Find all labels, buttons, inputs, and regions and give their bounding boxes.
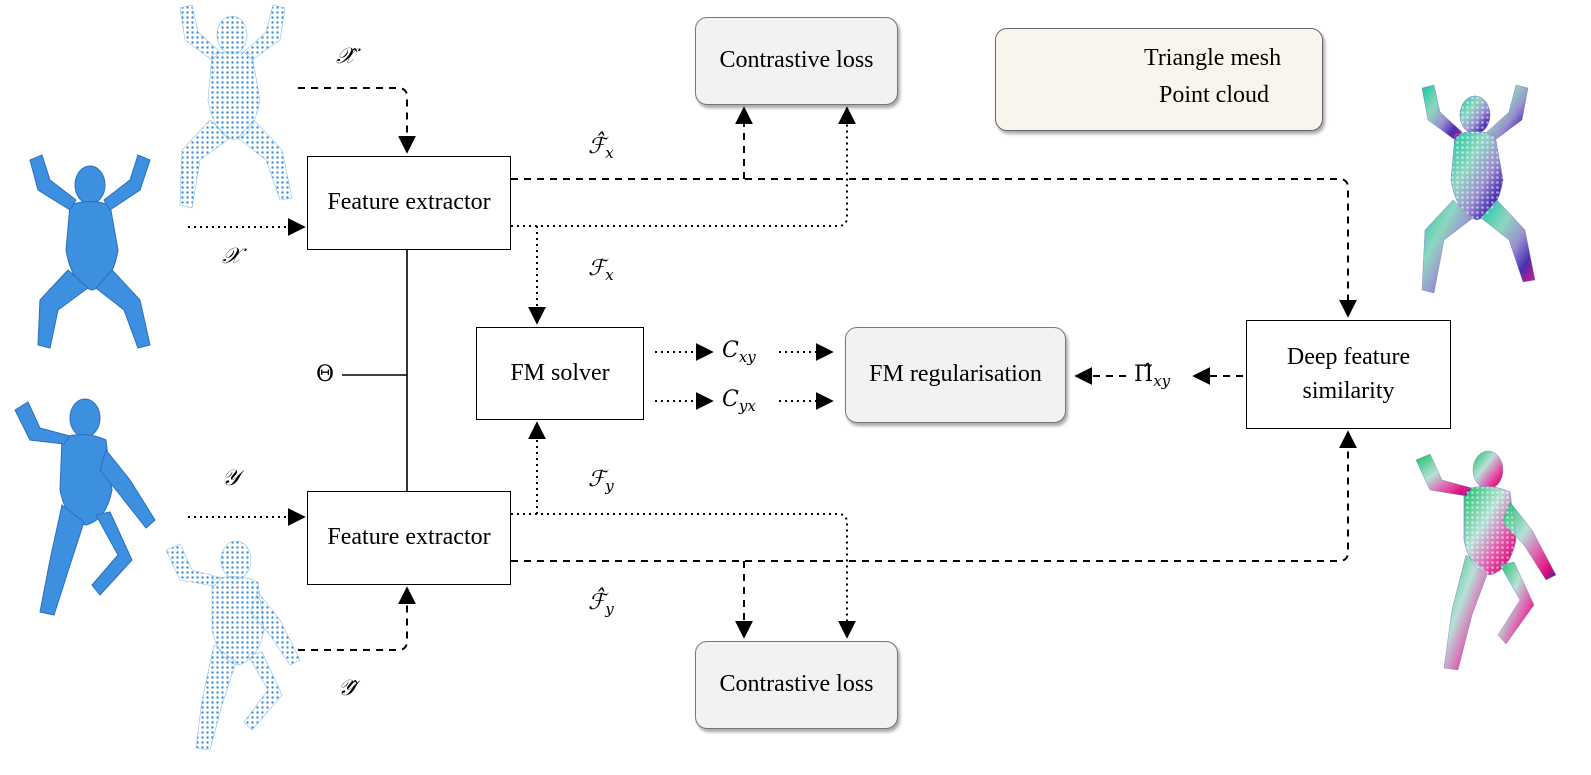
label-f-hat-y-base: ℱ̂ <box>588 590 606 615</box>
label-c-xy-sub: xy <box>738 348 756 366</box>
pointcloud-y-hat-figure <box>165 540 301 751</box>
label-c-xy: Cxy <box>722 338 756 366</box>
label-y: 𝒴 <box>222 466 240 491</box>
label-c-yx-base: C <box>722 387 739 412</box>
label-c-yx-sub: yx <box>738 397 756 415</box>
fm-solver-box: FM solver <box>476 327 644 420</box>
label-c-yx: Cyx <box>722 387 756 415</box>
fm-regularisation-label: FM regularisation <box>869 361 1042 388</box>
colored-y-figure <box>1415 450 1557 671</box>
feature-extractor-bottom-label: Feature extractor <box>327 524 491 551</box>
label-f-hat-y: ℱ̂y <box>588 590 614 618</box>
label-f-hat-x-sub: x <box>605 144 614 162</box>
mesh-x-figure <box>29 154 151 349</box>
legend-triangle-mesh: Triangle mesh <box>1144 45 1282 71</box>
label-f-x-sub: x <box>605 266 614 284</box>
pointcloud-x-hat-figure <box>179 4 293 209</box>
contrastive-loss-top-label: Contrastive loss <box>719 47 874 74</box>
label-pi-xy-base: Π̂ <box>1134 362 1154 387</box>
legend <box>995 28 1323 131</box>
deep-feature-similarity-label: Deep feature similarity <box>1286 343 1411 404</box>
label-f-y: ℱy <box>588 467 614 495</box>
contrastive-loss-top-box: Contrastive loss <box>695 17 898 105</box>
label-f-x-base: ℱ <box>588 256 606 281</box>
label-f-y-sub: y <box>605 477 614 495</box>
label-x: 𝒳 <box>222 244 241 269</box>
label-y-hat: 𝒴̂ <box>338 676 356 701</box>
legend-point-cloud: Point cloud <box>1159 82 1270 108</box>
deep-feature-similarity-box: Deep feature similarity <box>1246 320 1451 429</box>
label-theta: Θ <box>316 362 335 387</box>
contrastive-loss-bottom-label: Contrastive loss <box>719 671 874 698</box>
fm-regularisation-box: FM regularisation <box>845 327 1066 423</box>
label-pi-xy-sub: xy <box>1153 372 1171 390</box>
feature-extractor-top-box: Feature extractor <box>307 156 511 250</box>
colored-x-figure <box>1421 84 1536 294</box>
feature-extractor-top-label: Feature extractor <box>327 189 491 216</box>
label-pi-xy: Π̂xy <box>1134 362 1170 390</box>
contrastive-loss-bottom-box: Contrastive loss <box>695 641 898 729</box>
feature-extractor-bottom-box: Feature extractor <box>307 491 511 585</box>
label-f-x: ℱx <box>588 256 614 284</box>
label-f-hat-x: ℱ̂x <box>588 134 614 162</box>
label-f-y-base: ℱ <box>588 467 606 492</box>
fm-solver-label: FM solver <box>510 359 610 386</box>
label-f-hat-y-sub: y <box>605 600 614 618</box>
label-f-hat-x-base: ℱ̂ <box>588 134 606 159</box>
mesh-y-figure <box>14 398 156 616</box>
label-x-hat: 𝒳̂ <box>336 44 355 69</box>
label-c-xy-base: C <box>722 338 739 363</box>
